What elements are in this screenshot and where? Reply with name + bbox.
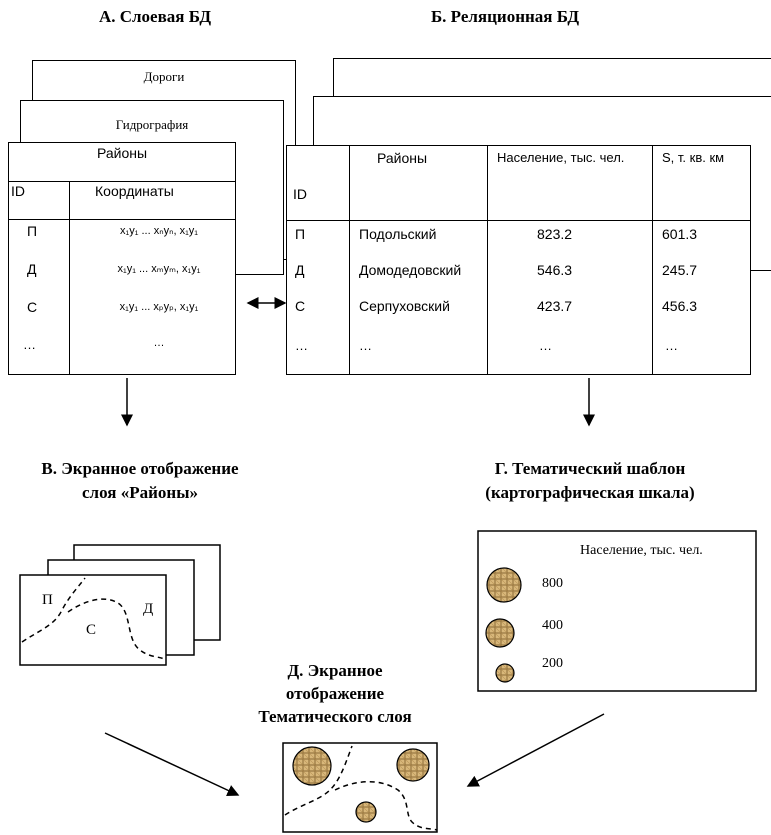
relational-table-vline-1 — [349, 146, 350, 374]
section-b-title: Б. Реляционная БД — [430, 7, 580, 26]
layer-card-roads-label: Дороги — [143, 69, 185, 84]
map-label-p: П — [42, 592, 53, 608]
legend-value-800: 800 — [542, 576, 563, 591]
map-card-front — [19, 574, 167, 666]
rel-col-id: ID — [293, 186, 307, 202]
layer-table-hline-1 — [9, 181, 235, 182]
legend-value-400: 400 — [542, 618, 563, 633]
legend-title: Население, тыс. чел. — [580, 543, 703, 558]
section-d-title-line-2: отображение — [285, 684, 385, 703]
rel-row-id: Д — [295, 262, 305, 278]
section-a-title: А. Слоевая БД — [98, 7, 212, 26]
rel-row-district: Домодедовский — [359, 262, 462, 278]
relational-table-hline — [287, 220, 750, 221]
layer-row-id: П — [27, 223, 38, 239]
layer-row-id: С — [27, 299, 38, 315]
layer-table-vline — [69, 181, 70, 374]
rel-row-population: 546.3 — [537, 262, 573, 278]
scale-circle-800 — [486, 567, 522, 603]
map-boundary-line — [21, 577, 167, 661]
map-label-s: С — [86, 622, 97, 638]
layer-table-title: Районы — [96, 145, 148, 161]
rel-row-population: … — [539, 338, 552, 353]
layer-row-coords: … — [153, 337, 165, 349]
rel-row-population: 423.7 — [537, 298, 573, 314]
scale-circle-200 — [495, 663, 515, 683]
section-g-title-line-2: (картографическая шкала) — [485, 483, 695, 502]
rel-row-area: 456.3 — [662, 298, 698, 314]
relational-table-vline-2 — [487, 146, 488, 374]
rel-col-area: S, т. кв. км — [662, 150, 725, 165]
layer-row-id: … — [23, 337, 36, 352]
section-d-title-line-3: Тематического слоя — [258, 707, 412, 726]
map-circle-medium — [396, 748, 430, 782]
thematic-template-frame — [477, 530, 757, 692]
map-circle-large — [292, 746, 332, 786]
rel-row-population: 823.2 — [537, 226, 573, 242]
layer-row-coords: x₁y₁ ... xₘyₘ, x₁y₁ — [117, 263, 201, 275]
rel-row-area: … — [665, 338, 678, 353]
rel-row-district: Подольский — [359, 226, 437, 242]
section-g-title-line-1: Г. Тематический шаблон — [494, 459, 686, 478]
map-circle-small — [355, 801, 377, 823]
rel-row-id: П — [295, 226, 306, 242]
layer-card-hydrography-label: Гидрография — [115, 117, 189, 132]
thematic-map-boundary — [284, 745, 438, 831]
layer-row-coords: x₁y₁ ... xₙyₙ, x₁y₁ — [119, 225, 198, 237]
layer-row-id: Д — [27, 261, 37, 277]
layer-table-col-coords: Координаты — [95, 183, 174, 199]
layer-table-districts: Районы ID Координаты П x₁y₁ ... xₙyₙ, x₁… — [8, 142, 236, 375]
rel-row-area: 245.7 — [662, 262, 698, 278]
relational-table-vline-3 — [652, 146, 653, 374]
scale-circle-400 — [485, 618, 515, 648]
legend-value-200: 200 — [542, 656, 563, 671]
section-v-title-line-2: слоя «Районы» — [82, 483, 198, 502]
rel-row-area: 601.3 — [662, 226, 698, 242]
rel-row-district: … — [359, 338, 372, 353]
layer-row-coords: x₁y₁ ... xₚyₚ, x₁y₁ — [119, 301, 199, 313]
rel-row-id: С — [295, 298, 306, 314]
section-d-title-line-1: Д. Экранное — [287, 661, 383, 680]
diag-arrow-right — [466, 713, 605, 787]
rel-col-population: Население, тыс. чел. — [497, 150, 625, 165]
map-label-d: Д — [143, 601, 154, 617]
layer-table-col-id: ID — [11, 183, 25, 199]
rel-row-id: … — [295, 338, 308, 353]
rel-col-districts: Районы — [377, 150, 428, 166]
layer-table-hline-2 — [9, 219, 235, 220]
rel-row-district: Серпуховский — [359, 298, 450, 314]
section-v-title-line-1: В. Экранное отображение — [41, 459, 239, 478]
relational-table: ID Районы Население, тыс. чел. S, т. кв.… — [286, 145, 751, 375]
diag-arrow-left — [104, 732, 240, 797]
